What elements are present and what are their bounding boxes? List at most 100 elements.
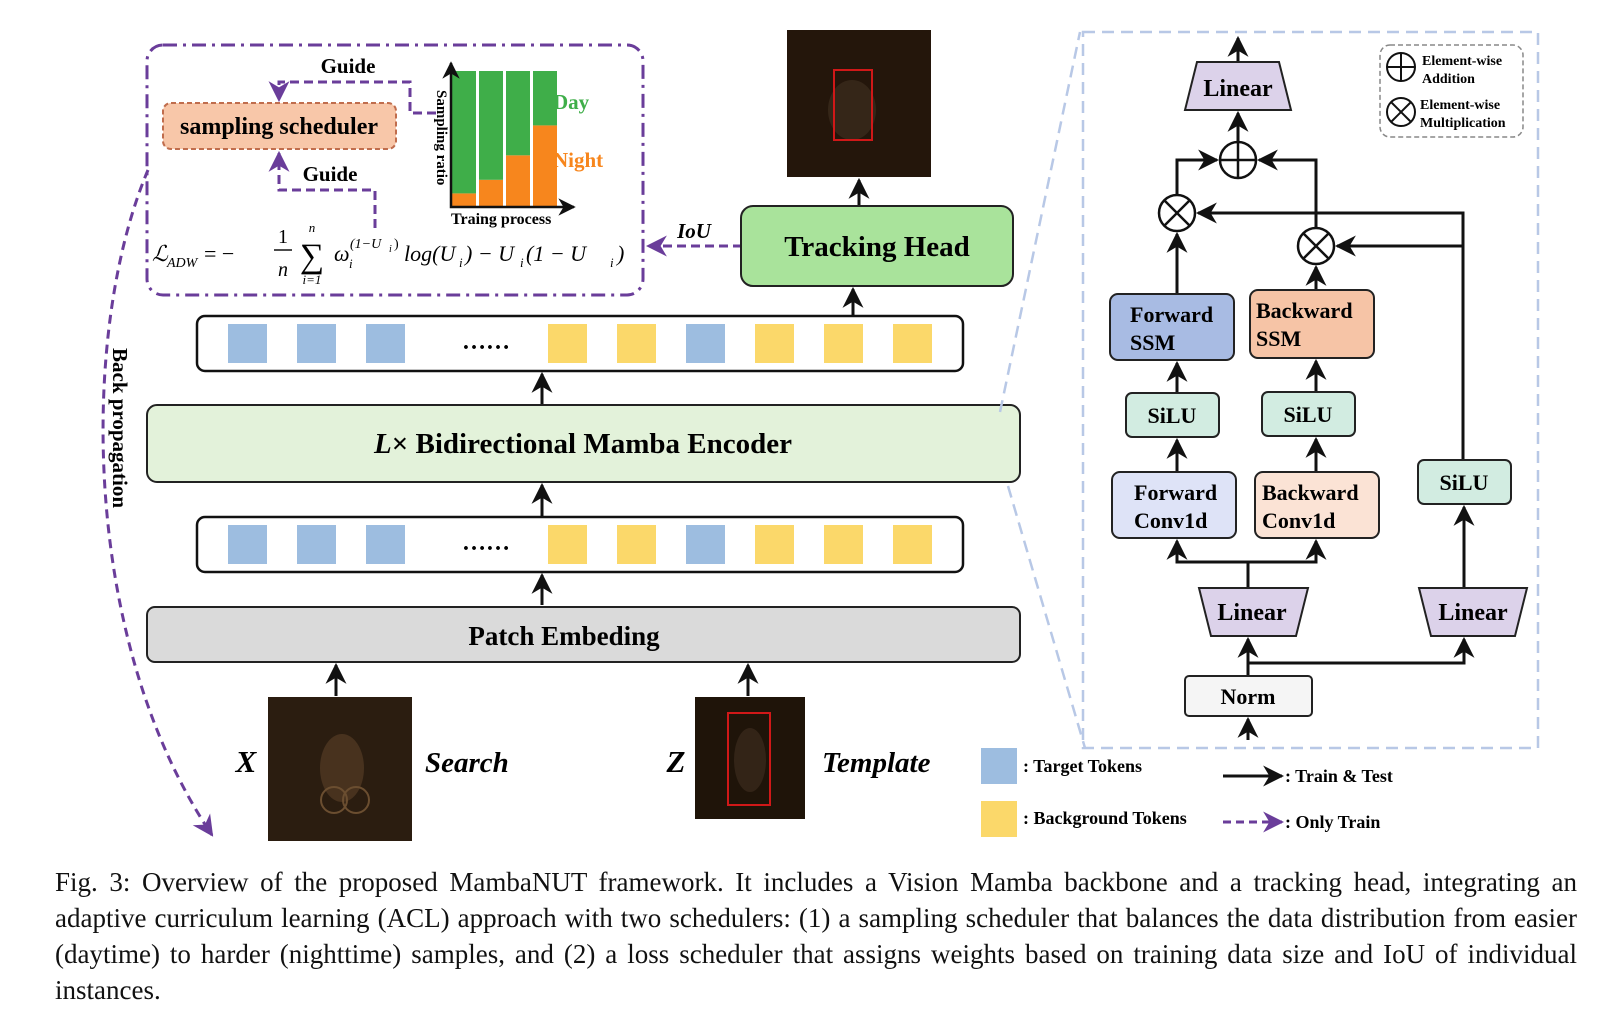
target-token	[686, 324, 725, 363]
formula-omega-sup: (1−U	[350, 237, 382, 252]
legend-target-label: : Target Tokens	[1023, 756, 1142, 776]
mamba-block-region	[1081, 30, 1540, 750]
guide-bottom-arrow	[268, 150, 377, 228]
linear-left-label: Linear	[1217, 600, 1287, 626]
background-token	[617, 324, 656, 363]
chart-y-axis-label: Sampling ratio	[433, 90, 449, 185]
encoder-label: L× Bidirectional Mamba Encoder	[373, 428, 792, 460]
formula-frac-num: 1	[278, 226, 288, 248]
multiply-node-right-icon	[1296, 226, 1336, 266]
chart-x-axis-label: Traing process	[451, 211, 551, 228]
day-bar-segment	[452, 71, 476, 194]
linear-right-label: Linear	[1438, 600, 1508, 626]
scheduler-region	[145, 43, 645, 297]
formula-sub1: i	[459, 255, 463, 270]
legend-train-test-label: : Train & Test	[1285, 766, 1393, 786]
tracking-head-box	[740, 205, 1014, 287]
encoder-times: ×	[392, 428, 409, 460]
formula-omega-sup-i: i	[389, 244, 392, 255]
token-row-top-tokens	[228, 324, 932, 363]
guide-top-label: Guide	[321, 54, 376, 78]
linear-left-box	[1197, 587, 1310, 637]
formula-lhs: ℒ	[152, 241, 169, 266]
legend-add-line1: Element-wise	[1422, 54, 1502, 69]
forward-conv-line1: Forward	[1134, 480, 1217, 505]
formula-end: )	[615, 241, 624, 266]
silu-forward-label: SiLU	[1148, 403, 1197, 428]
target-token	[686, 525, 725, 564]
background-token	[824, 324, 863, 363]
day-bar-segment	[479, 71, 503, 180]
target-token	[297, 525, 336, 564]
night-bar-segment	[479, 179, 503, 207]
chart-axes	[442, 61, 576, 216]
search-image	[268, 697, 412, 841]
linear-top-label: Linear	[1203, 76, 1273, 102]
background-token	[824, 525, 863, 564]
forward-conv-box	[1111, 471, 1237, 539]
formula-lhs-sub: ADW	[166, 256, 199, 271]
formula-omega-sup-end: )	[394, 237, 399, 252]
multiply-node-left-icon	[1157, 193, 1197, 233]
silu-backward-box	[1261, 391, 1356, 437]
add-node-icon	[1218, 140, 1258, 180]
legend-only-train-label: : Only Train	[1285, 812, 1380, 832]
target-token	[366, 525, 405, 564]
background-token	[755, 525, 794, 564]
output-image	[787, 30, 931, 177]
guide-top-arrow	[268, 80, 436, 115]
input-template-label: Template	[822, 747, 931, 779]
backward-conv-line2: Conv1d	[1262, 508, 1335, 533]
target-token	[228, 525, 267, 564]
legend-background-label: : Background Tokens	[1023, 808, 1187, 828]
multiply-legend-icon	[1386, 97, 1416, 127]
operator-legend	[1379, 44, 1524, 138]
formula-frac-den: n	[278, 259, 288, 281]
add-legend-icon	[1386, 52, 1416, 82]
template-image	[695, 697, 805, 819]
formula-mid2: (1 − U	[526, 241, 588, 266]
target-token	[366, 324, 405, 363]
legend-target-swatch	[981, 748, 1017, 784]
encoder-prefix: L	[373, 428, 392, 460]
tracking-head-label: Tracking Head	[784, 231, 970, 263]
backward-conv-box	[1254, 471, 1380, 539]
input-z-var: Z	[666, 744, 686, 779]
formula-sub3: i	[610, 255, 614, 270]
formula-mid: ) − U	[463, 241, 516, 266]
formula-omega: ω	[334, 241, 350, 266]
chart-legend-day: Day	[553, 90, 590, 114]
loss-formula: ℒ ADW = − 1 n n ∑ i=1 ω i (1−U i ) log(U…	[152, 220, 624, 287]
legend-mul-line2: Multiplication	[1420, 116, 1506, 131]
night-bar-segment	[506, 155, 530, 207]
sampling-ratio-chart	[442, 61, 576, 216]
input-x-var: X	[235, 744, 258, 779]
target-token	[228, 324, 267, 363]
guide-bottom-label: Guide	[303, 162, 358, 186]
forward-conv-line2: Conv1d	[1134, 508, 1207, 533]
encoder-text: Bidirectional Mamba Encoder	[408, 428, 792, 460]
legend-add-line2: Addition	[1422, 72, 1475, 87]
backward-ssm-line1: Backward	[1256, 298, 1353, 323]
background-token	[617, 525, 656, 564]
legend-mul-line1: Element-wise	[1420, 98, 1500, 113]
backward-ssm-line2: SSM	[1256, 326, 1301, 351]
target-token	[297, 324, 336, 363]
silu-backward-label: SiLU	[1284, 402, 1333, 427]
formula-sum-top: n	[309, 220, 316, 235]
formula-sum-bottom: i=1	[303, 272, 322, 287]
background-token	[548, 525, 587, 564]
sampling-scheduler-label: sampling scheduler	[180, 114, 378, 140]
forward-ssm-line1: Forward	[1130, 302, 1213, 327]
formula-sum-sign: ∑	[300, 238, 324, 275]
formula-eq: = −	[204, 241, 234, 266]
chart-legend-night: Night	[553, 148, 603, 172]
token-row-top-ellipsis: ……	[462, 329, 510, 355]
figure-caption: Fig. 3: Overview of the proposed MambaNU…	[55, 867, 1577, 1005]
background-token	[893, 324, 932, 363]
framework-diagram: sampling scheduler Guide Guide Sampling …	[101, 30, 1540, 841]
background-token	[548, 324, 587, 363]
encoder-box	[146, 404, 1021, 483]
formula-omega-sub: i	[349, 256, 353, 271]
token-row-bottom-tokens	[228, 525, 932, 564]
